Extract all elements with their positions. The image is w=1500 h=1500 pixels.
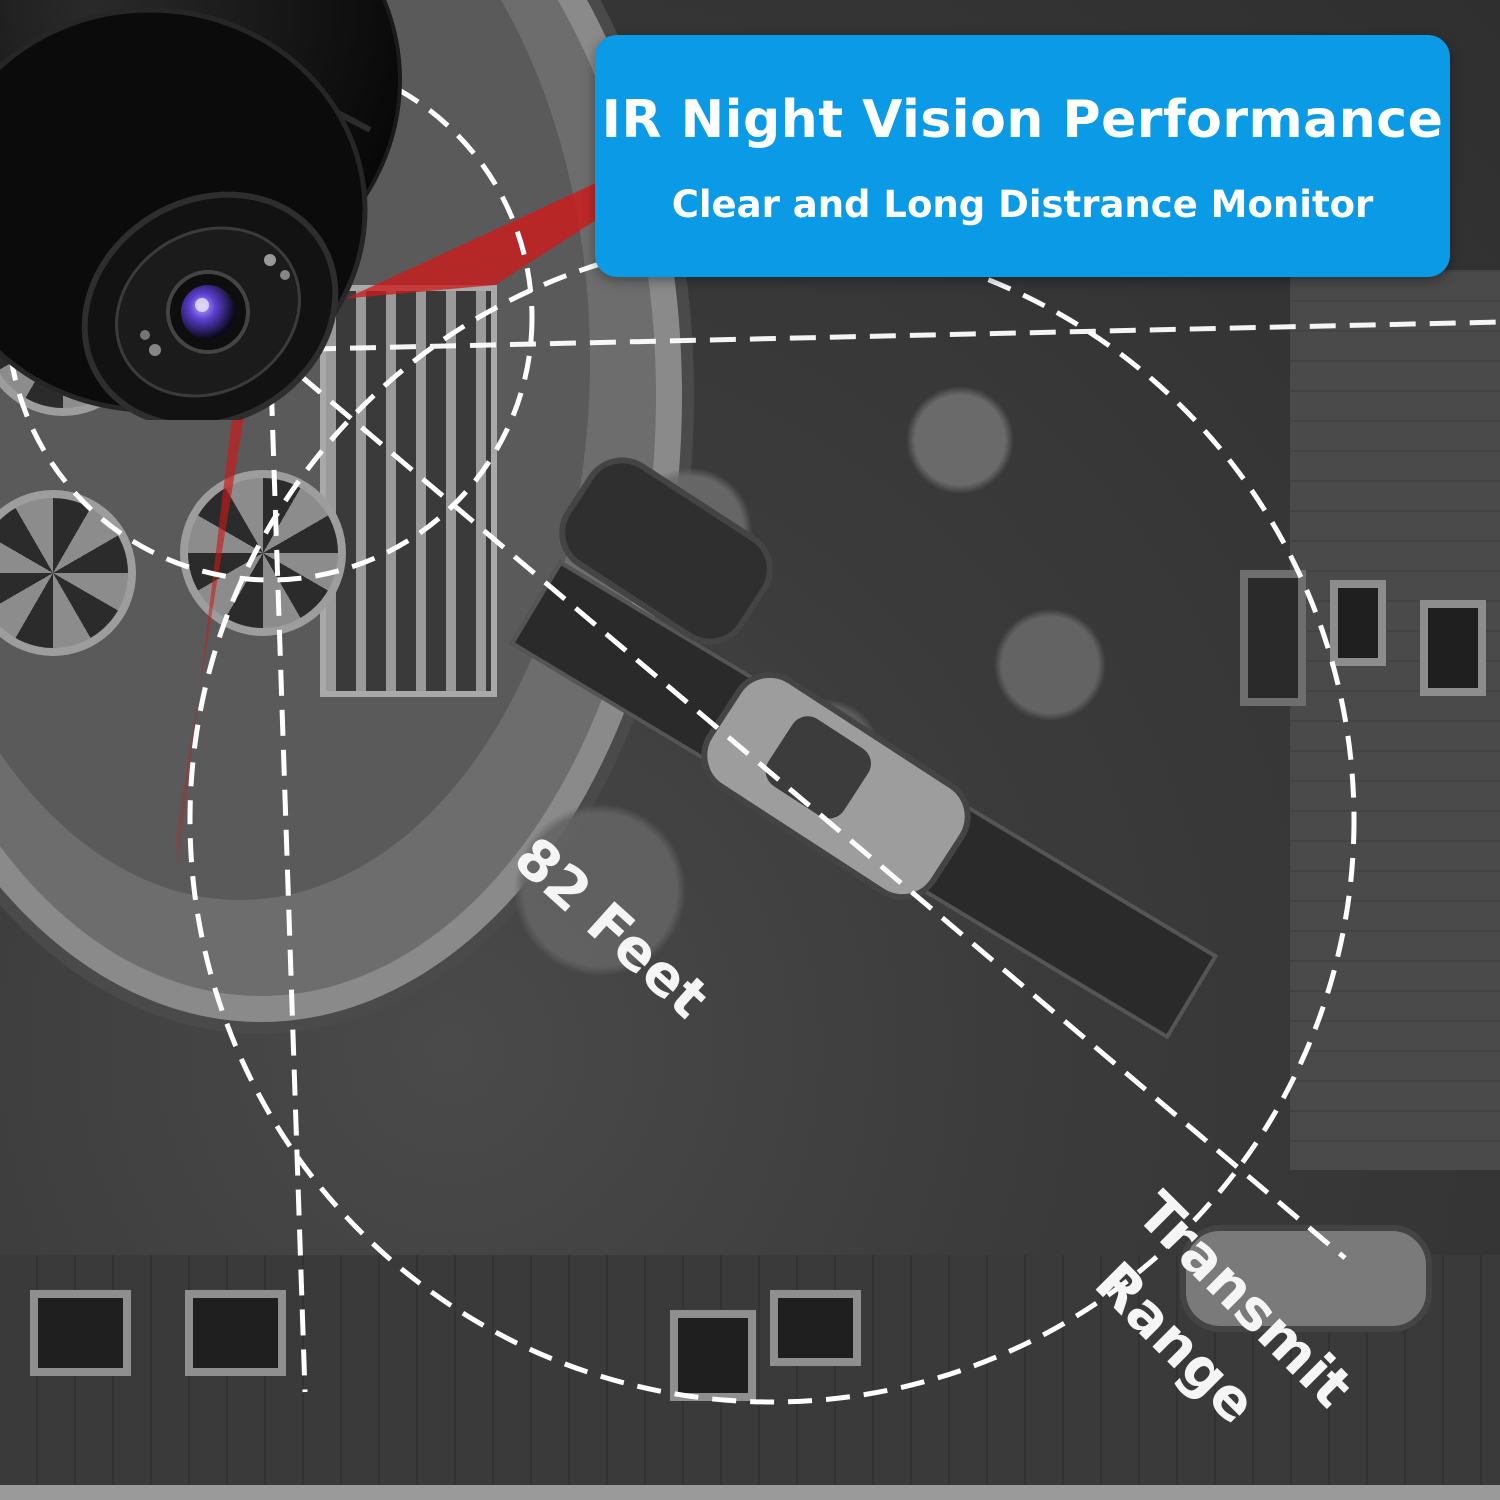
- window: [770, 1290, 861, 1366]
- parked-car: [1180, 1225, 1432, 1332]
- window: [185, 1290, 286, 1376]
- window: [1240, 570, 1306, 706]
- roof-fan: [180, 470, 346, 636]
- building-facade-right: [1290, 270, 1500, 1170]
- banner-title: IR Night Vision Performance: [601, 90, 1444, 150]
- frame-bottom-edge: [0, 1485, 1500, 1500]
- window: [30, 1290, 131, 1376]
- window: [1330, 580, 1386, 666]
- camera-lens: [181, 285, 235, 339]
- window: [1420, 600, 1486, 696]
- dome-camera: [0, 0, 402, 420]
- banner-subtitle: Clear and Long Distrance Monitor: [671, 183, 1374, 226]
- roof-fan: [0, 490, 136, 656]
- feature-banner: IR Night Vision Performance Clear and Lo…: [595, 35, 1450, 277]
